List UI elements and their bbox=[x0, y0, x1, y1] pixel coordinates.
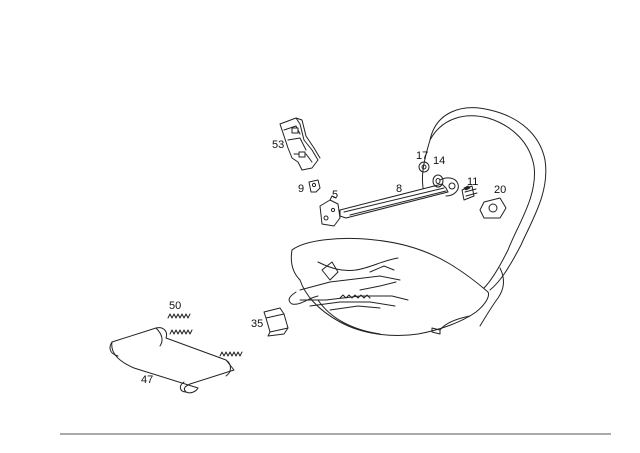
callout-17: 17 bbox=[416, 150, 428, 162]
callout-9: 9 bbox=[298, 183, 304, 195]
callout-50: 50 bbox=[169, 300, 181, 312]
mounting-plate-part-5 bbox=[319, 195, 341, 227]
callout-labels: 53 9 5 8 17 14 11 20 50 35 47 bbox=[141, 139, 506, 386]
cover-part-47 bbox=[109, 327, 235, 394]
callout-20: 20 bbox=[494, 184, 506, 196]
bracket-part-35 bbox=[263, 307, 289, 337]
clip-part-9 bbox=[308, 179, 321, 193]
nut-part-17 bbox=[418, 161, 430, 173]
springs-part-50 bbox=[167, 313, 243, 357]
callout-35: 35 bbox=[251, 318, 263, 330]
bolt-part-11 bbox=[461, 185, 478, 201]
bushing-part-14 bbox=[432, 174, 444, 188]
callout-14: 14 bbox=[433, 155, 445, 167]
callout-47: 47 bbox=[141, 374, 153, 386]
callout-8: 8 bbox=[396, 183, 402, 195]
callout-53: 53 bbox=[272, 139, 284, 151]
plate-part-20 bbox=[479, 197, 507, 219]
callout-11: 11 bbox=[467, 176, 478, 188]
bracket-part-53 bbox=[279, 117, 321, 171]
seat-illustration bbox=[288, 107, 547, 336]
callout-5: 5 bbox=[332, 189, 338, 201]
